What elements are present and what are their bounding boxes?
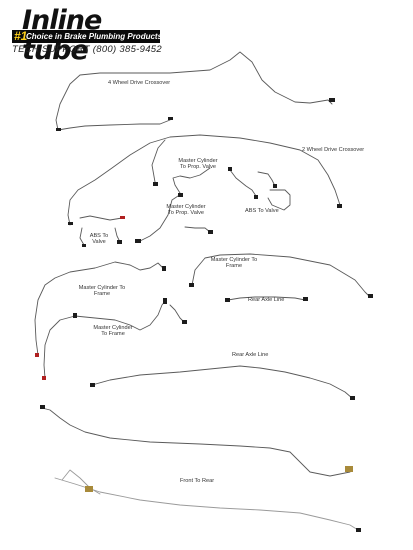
line-mc-frame-left-2 [42,298,187,380]
label-front-to-rear: Front To Rear [180,478,215,484]
fitting [368,294,373,298]
fitting [73,313,77,318]
fitting [162,266,166,271]
line-rear-axle-2 [90,365,355,400]
label-mc-prop-valve-2: Master Cylinder To Prop. Valve [166,204,206,217]
tagline-number: #1 [14,29,28,43]
fitting [228,167,232,171]
line-abs-valve-right [228,167,291,211]
fitting [40,405,45,409]
fitting [82,244,86,247]
line-mc-frame-left-1 [34,261,166,357]
label-abs-valve-right: ABS To Valve [245,208,279,214]
fitting [182,320,187,324]
tech-support-line: TECH SUPPORT (800) 385-9452 [12,44,162,55]
tagline-text: Choice in Brake Plumbing Products [26,32,163,41]
label-mc-prop-valve-1: Master Cylinder To Prop. Valve [178,158,218,171]
fitting [135,239,141,243]
line-4wd-crossover [55,51,335,131]
fitting [178,193,183,197]
fitting [225,298,230,302]
fitting [208,230,213,234]
fitting [337,204,342,208]
fitting [273,184,277,188]
line-mc-prop-valve-1 [172,167,211,197]
fitting [68,222,73,225]
fitting [168,117,173,120]
fitting [254,195,258,199]
line-mc-frame-right [189,253,373,298]
fitting [329,98,335,102]
tagline-bar: #1 Choice in Brake Plumbing Products [12,29,163,43]
fitting [356,528,361,532]
label-mc-frame-left-1: Master Cylinder To Frame [78,285,126,298]
fitting [303,297,308,301]
line-2wd-crossover [67,134,342,226]
label-rear-axle-1: Rear Axle Line [248,297,285,303]
label-abs-valve-left: ABS To Valve [89,233,109,246]
label-2wd-crossover: 2 Wheel Drive Crossover [302,147,365,153]
fitting [35,353,39,357]
fitting [117,240,122,244]
line-rear-axle-1 [225,296,308,302]
fitting [153,182,158,186]
label-rear-axle-2: Rear Axle Line [232,352,269,358]
fitting [189,283,194,287]
fitting [163,298,167,304]
label-mc-frame-right: Master Cylinder To Frame [210,257,258,270]
line-front-to-rear [40,405,361,532]
label-mc-frame-left-2: Master Cylinder To Frame [93,325,133,338]
fitting [56,128,61,131]
line-mc-prop-valve-2 [135,195,213,243]
line-abs-valve-left [79,215,125,247]
label-4wd-crossover: 4 Wheel Drive Crossover [108,80,171,86]
fitting [42,376,46,380]
fitting [350,396,355,400]
fitting [85,486,93,492]
fitting [345,466,353,472]
fitting [120,216,125,219]
fitting [90,383,95,387]
